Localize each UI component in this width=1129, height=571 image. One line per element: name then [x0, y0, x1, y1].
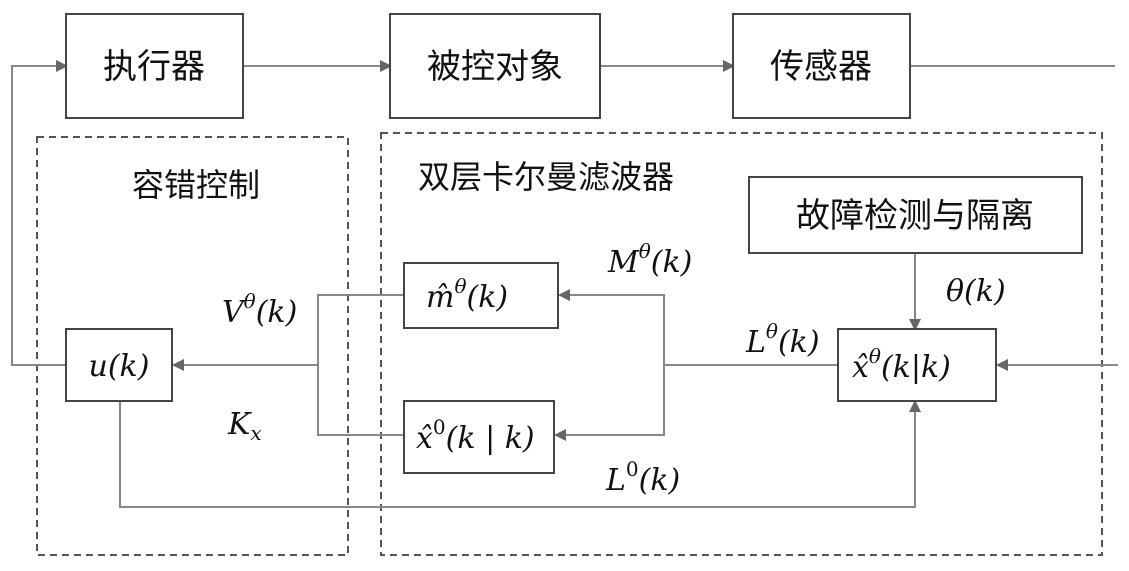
x0-hat-arg: (k | k): [446, 421, 535, 456]
wire-m-junction: [318, 295, 404, 435]
v-theta-label: Vθ(k): [222, 289, 297, 330]
m-hat-main: m̂: [426, 280, 454, 315]
actuator-label: 执行器: [103, 47, 205, 87]
u-block-label: u(k): [89, 349, 150, 384]
Ltheta-sup: θ: [766, 319, 778, 343]
xtheta-hat-label: x̂θ(k|k): [852, 344, 951, 385]
v-sup: θ: [244, 289, 256, 313]
Kx-main: K: [227, 407, 252, 442]
xtheta-hat-main: x̂: [852, 350, 869, 385]
xtheta-hat-sup: θ: [869, 344, 881, 368]
m-hat-label: m̂θ(k): [426, 274, 508, 315]
sensor-label: 传感器: [770, 47, 872, 87]
Ltheta-main: L: [745, 325, 766, 360]
L0-sup: 0: [626, 457, 639, 481]
plant-label: 被控对象: [427, 47, 563, 87]
wire-branch-x0: [556, 365, 664, 435]
M-main: M: [607, 245, 640, 280]
x0-hat-main: x̂: [416, 421, 433, 456]
m-hat-arg: (k): [467, 280, 509, 315]
dual-kalman-region-title: 双层卡尔曼滤波器: [418, 158, 674, 196]
Ltheta-arg: (k): [778, 325, 820, 360]
fdi-label: 故障检测与隔离: [796, 196, 1034, 236]
L0-arg: (k): [639, 463, 681, 498]
M-sup: θ: [639, 239, 651, 263]
wire-branch-m: [560, 295, 664, 365]
l-theta-label: Lθ(k): [745, 319, 820, 360]
Kx-sub: x: [250, 421, 261, 445]
kx-label: Kx: [227, 407, 262, 445]
m-hat-sup: θ: [454, 274, 466, 298]
x0-hat-sup: 0: [433, 415, 446, 439]
m-theta-label: Mθ(k): [607, 239, 692, 280]
M-arg: (k): [651, 245, 693, 280]
ftc-region-title: 容错控制: [132, 166, 260, 204]
xtheta-hat-arg: (k|k): [881, 350, 951, 385]
L0-main: L: [605, 463, 626, 498]
theta-label: θ(k): [946, 274, 1006, 309]
v-arg: (k): [256, 295, 298, 330]
wire-u-actuator: [12, 66, 66, 365]
l0-label: L0(k): [605, 457, 680, 498]
